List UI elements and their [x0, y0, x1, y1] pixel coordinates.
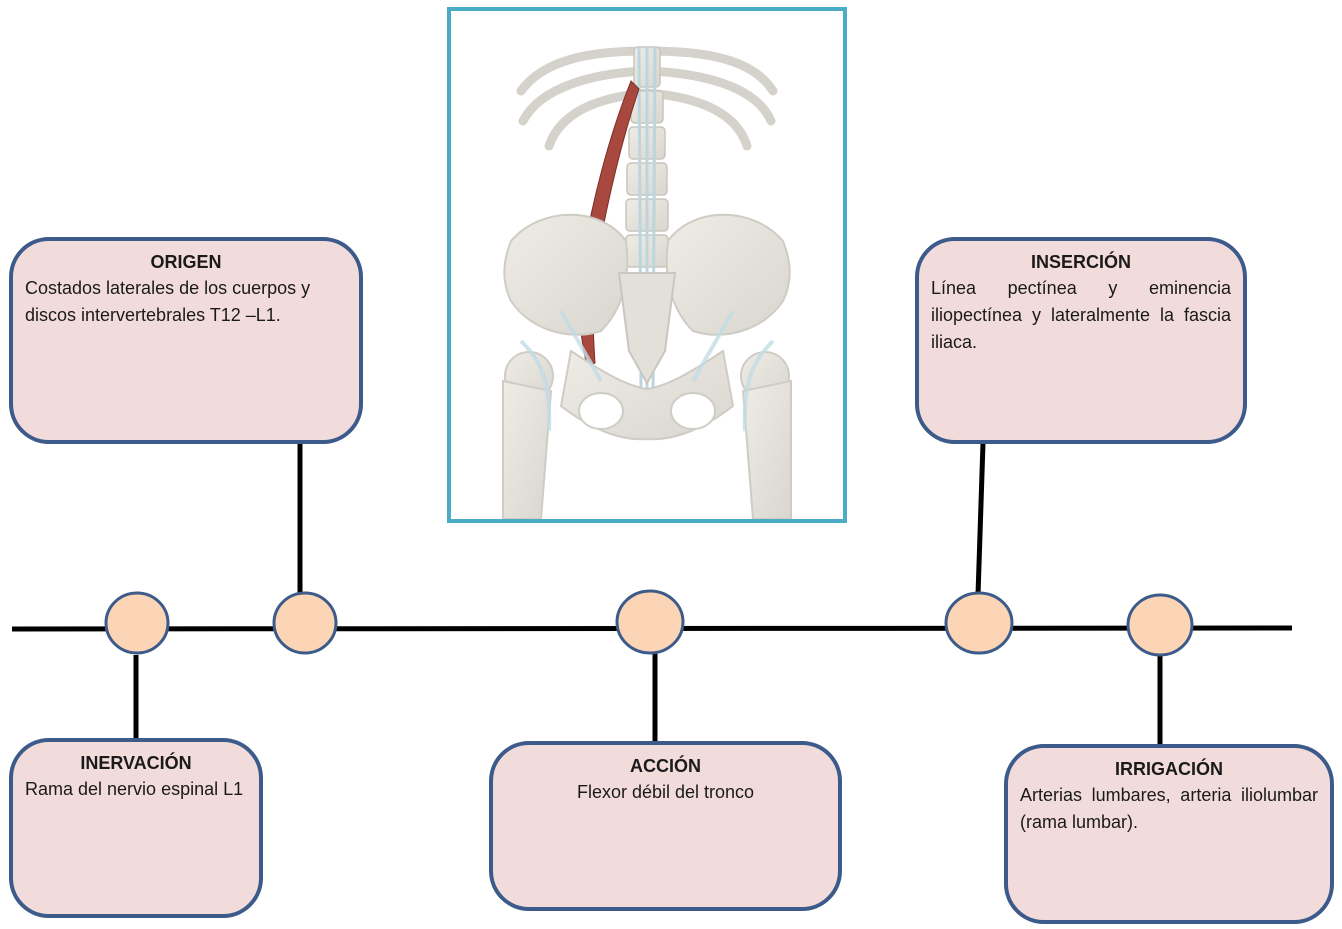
- insertion-title: INSERCIÓN: [931, 251, 1231, 273]
- node-insertion: [946, 593, 1012, 653]
- card-irrigation: IRRIGACIÓN Arterias lumbares, arteria il…: [1004, 744, 1334, 924]
- card-action: ACCIÓN Flexor débil del tronco: [489, 741, 842, 911]
- anatomy-illustration: [447, 7, 847, 523]
- origin-title: ORIGEN: [25, 251, 347, 273]
- action-title: ACCIÓN: [505, 755, 826, 777]
- innervation-text: Rama del nervio espinal L1: [25, 776, 251, 803]
- node-irrigation: [1128, 595, 1192, 655]
- innervation-title: INERVACIÓN: [25, 752, 247, 774]
- node-action: [617, 591, 683, 653]
- irrigation-title: IRRIGACIÓN: [1020, 758, 1318, 780]
- node-innervation: [106, 593, 168, 653]
- origin-text: Costados laterales de los cuerpos y disc…: [25, 275, 347, 329]
- connector-insertion: [978, 443, 983, 595]
- action-text: Flexor débil del tronco: [505, 779, 826, 806]
- insertion-text: Línea pectínea y eminencia iliopectínea …: [931, 275, 1231, 356]
- card-insertion: INSERCIÓN Línea pectínea y eminencia ili…: [915, 237, 1247, 444]
- irrigation-text: Arterias lumbares, arteria iliolumbar (r…: [1020, 782, 1318, 836]
- card-innervation: INERVACIÓN Rama del nervio espinal L1: [9, 738, 263, 918]
- node-origin: [274, 593, 336, 653]
- pelvis-spine-drawing: [451, 11, 843, 519]
- card-origin: ORIGEN Costados laterales de los cuerpos…: [9, 237, 363, 444]
